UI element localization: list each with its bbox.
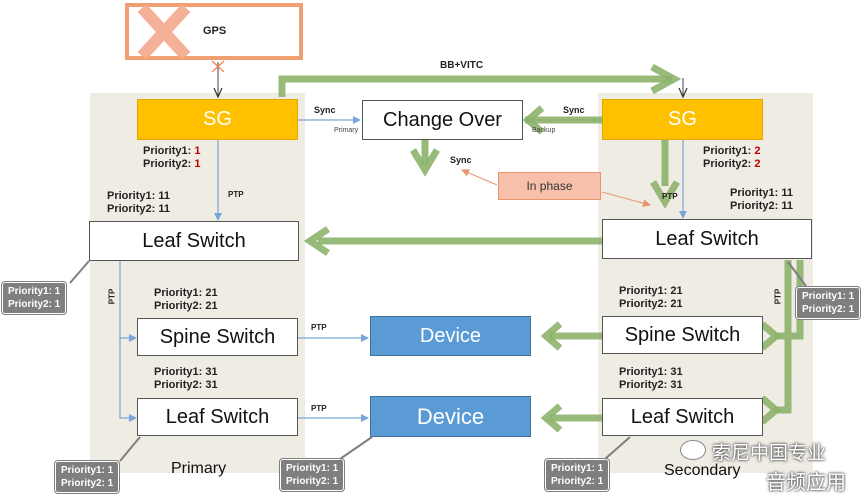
green-head-leafb (759, 395, 782, 425)
zone-label-primary: Primary (171, 460, 227, 477)
gps-label: GPS (203, 25, 227, 37)
device-top: Device (370, 316, 531, 356)
spine-switch-left: Spine Switch (137, 318, 298, 356)
ptp-label-sg-leaf-left: PTP (228, 190, 244, 199)
leaf-switch-bottom-left: Leaf Switch (137, 398, 298, 436)
in-phase-arrow-left (461, 169, 498, 186)
change-over-backup-label: Backup (532, 127, 556, 134)
watermark-line2: 音频应用 (766, 472, 846, 494)
in-phase-arrow-right (601, 191, 651, 208)
gps-x-icon (137, 3, 191, 61)
zone-label-secondary: Secondary (664, 462, 741, 479)
green-head-device-top (540, 321, 563, 351)
green-arrowheads (303, 63, 782, 433)
change-over-box: Change Over (362, 100, 523, 140)
sg-secondary: SG (602, 99, 763, 140)
ptp-leaf-leafb-left (119, 338, 137, 422)
green-head-sg-co (522, 105, 545, 135)
ptp-label-leafb-device: PTP (311, 404, 327, 413)
ptp-label-sg-leaf-right: PTP (662, 192, 678, 201)
leaf-switch-top-left: Leaf Switch (89, 221, 299, 261)
leaf-switch-bottom-right: Leaf Switch (602, 398, 763, 436)
watermark-icon (680, 440, 706, 460)
sync-left-label: Sync (314, 105, 336, 115)
green-head-device-bottom (540, 403, 563, 433)
sg-primary: SG (137, 99, 298, 140)
in-phase-callout: In phase (498, 172, 601, 200)
green-head-bbvitc (650, 63, 682, 95)
green-head-co (409, 148, 441, 177)
green-bbvitc-path (278, 75, 670, 97)
gps-cut-x-icon (211, 60, 225, 73)
ptp-label-spine-device: PTP (311, 323, 327, 332)
priority-sg-right: Priority1: 2 Priority2: 2 (703, 145, 761, 170)
spine-switch-right: Spine Switch (602, 316, 763, 354)
sync-down-label: Sync (450, 155, 472, 165)
green-head-spine (759, 321, 782, 351)
green-head-leaf (303, 226, 330, 256)
priority-sg-left: Priority1: 1 Priority2: 1 (143, 145, 201, 170)
device-bottom: Device (370, 396, 531, 437)
green-right-spine (774, 260, 804, 340)
change-over-primary-label: Primary (334, 127, 359, 134)
green-head-sg-leaf (649, 180, 681, 209)
bb-vitc-label: BB+VITC (440, 60, 484, 71)
watermark-line1: 索尼中国专业 (712, 443, 827, 464)
leaf-switch-top-right: Leaf Switch (602, 219, 812, 259)
sync-right-label: Sync (563, 105, 585, 115)
